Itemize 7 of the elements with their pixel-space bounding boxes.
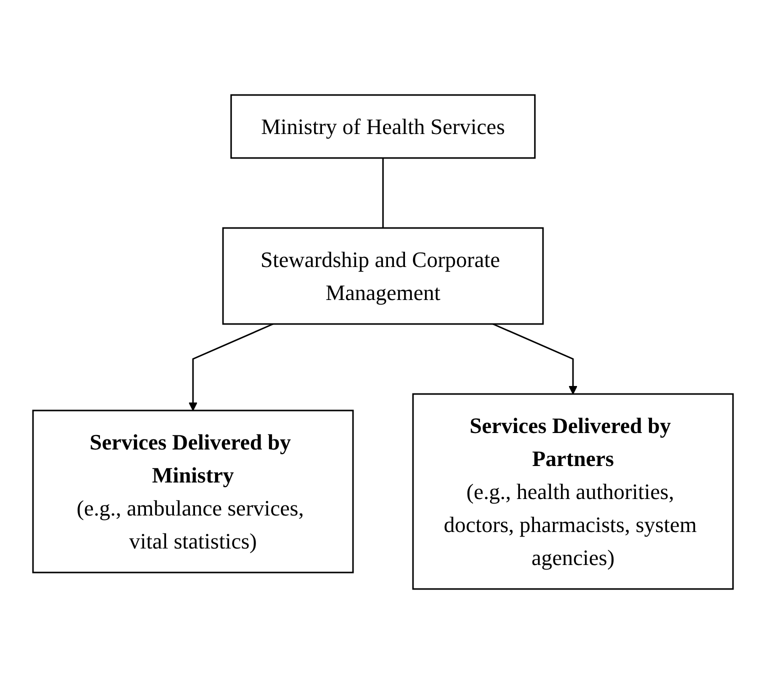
node-box: Services Delivered by Partners (e.g., health authorities, doctors, pharmacists, system agencies) bbox=[412, 392, 734, 590]
node-box: Stewardship and Corporate Management bbox=[222, 226, 544, 324]
node-box: Services Delivered by Ministry (e.g., ambulance services, vital statistics) bbox=[32, 409, 354, 573]
arrow bbox=[492, 322, 578, 394]
node-box: Ministry of Health Services bbox=[230, 94, 536, 158]
arrow bbox=[188, 322, 274, 410]
connector bbox=[382, 158, 384, 228]
